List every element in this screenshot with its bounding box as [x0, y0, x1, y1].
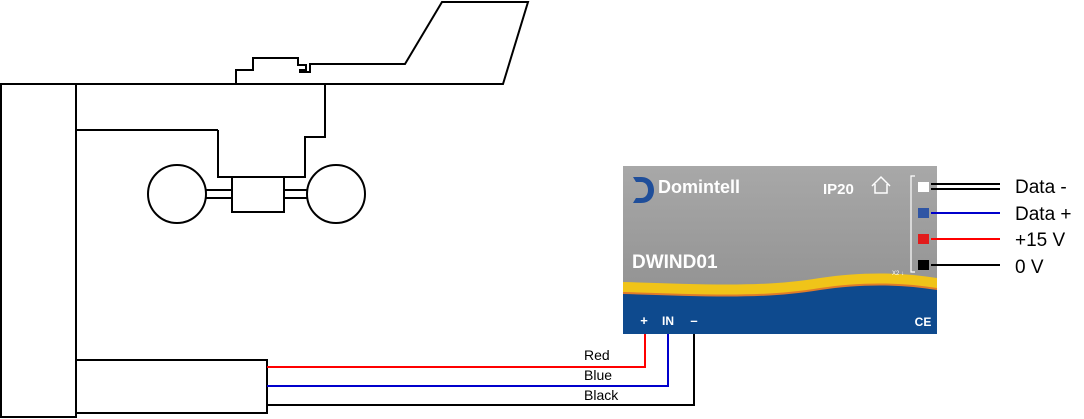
- wire-blue: [267, 333, 669, 387]
- terminal-label-minus: –: [690, 313, 697, 328]
- mounting-wall: [0, 83, 77, 418]
- wire-black: [267, 333, 695, 406]
- cup-left: [147, 164, 207, 224]
- model-name: DWIND01: [632, 252, 718, 273]
- terminal-data-minus: [918, 182, 929, 192]
- ip-rating: IP20: [823, 181, 854, 198]
- cup-right: [306, 164, 366, 224]
- wind-sensor-drawing: [0, 1, 530, 418]
- terminal-label-plus: +: [640, 313, 648, 328]
- brand-name: Domintell: [658, 177, 740, 197]
- terminal-label-in: IN: [662, 314, 674, 328]
- terminal-data-plus: [918, 208, 929, 218]
- jumper-mark: X2 ↓: [892, 271, 904, 277]
- wind-vane: [235, 1, 530, 85]
- bus-label-0v: 0 V: [1015, 257, 1044, 278]
- indoor-house-icon: [871, 175, 891, 194]
- sensor-cable: [267, 333, 695, 406]
- wire-label-black: Black: [584, 387, 619, 403]
- domintell-logo-icon: [633, 177, 654, 203]
- wire-red: [267, 333, 646, 368]
- ce-mark: CE: [915, 315, 932, 329]
- bus-wires: [931, 183, 1000, 266]
- bus-label-data-plus: Data +: [1015, 204, 1072, 225]
- dwind01-module: Domintell IP20 DWIND01 X2 ↓ + IN – CE: [623, 166, 937, 334]
- module-terminal-strip: [623, 285, 937, 334]
- wire-label-red: Red: [584, 347, 610, 363]
- bus-label-data-minus: Data -: [1015, 177, 1067, 198]
- terminal-plus-15v: [918, 234, 929, 244]
- mounting-arm: [76, 83, 326, 150]
- terminal-0v: [918, 260, 929, 270]
- cable-gland: [75, 359, 268, 414]
- bus-terminal-block: [910, 175, 929, 273]
- rotor-hub: [231, 176, 285, 213]
- bus-label-plus-15v: +15 V: [1015, 230, 1066, 251]
- wire-label-blue: Blue: [584, 367, 612, 383]
